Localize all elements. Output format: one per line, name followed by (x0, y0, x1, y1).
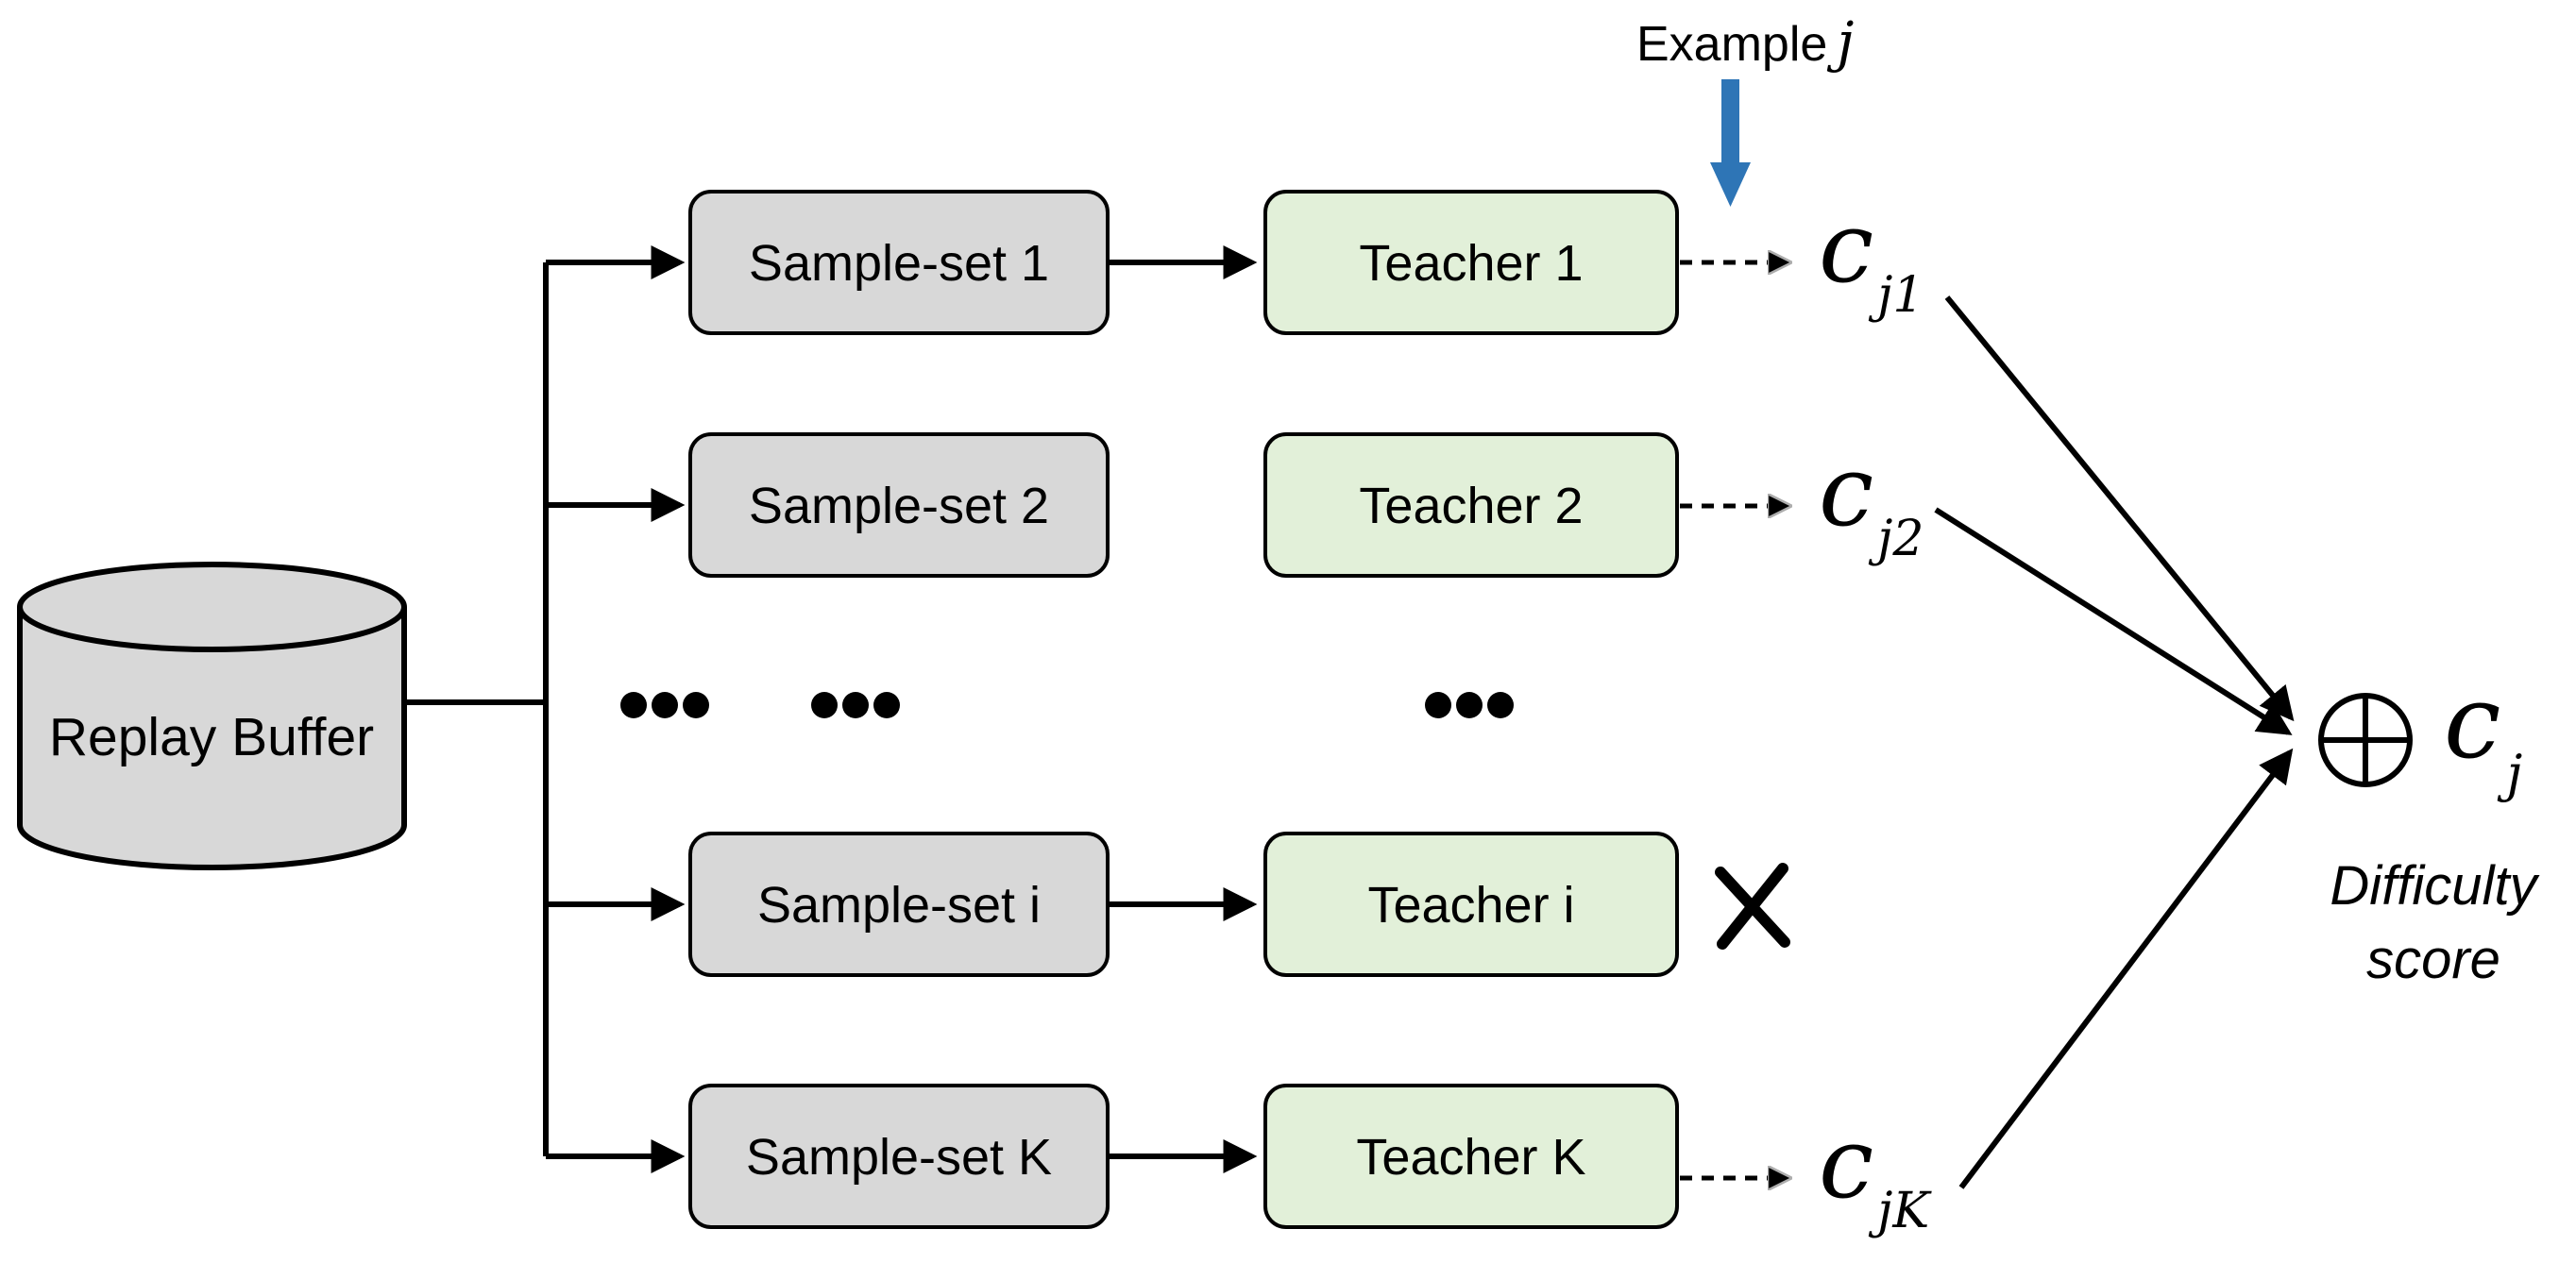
difficulty-caption-line1: Difficulty (2330, 855, 2539, 917)
teacher-1-box (1263, 190, 1679, 335)
teacher-K-box (1263, 1084, 1679, 1229)
example-label-sub: j (1826, 9, 1854, 74)
score-cj1-base: c (1819, 190, 1873, 305)
score-labels: cj1 cj2 cjK (1819, 190, 1932, 1239)
score-label-cj2: cj2 (1819, 433, 1924, 567)
sample-set-K-label: Sample-set K (746, 1129, 1052, 1186)
cylinder-body (17, 607, 407, 870)
teacher-i-label: Teacher i (1367, 877, 1574, 934)
ellipsis-dots (620, 692, 1514, 718)
line-cj1-to-sum (1944, 295, 2295, 722)
teacher-K-label: Teacher K (1356, 1129, 1585, 1186)
cross-mark-teacher-i (1715, 863, 1790, 950)
cylinder-top (17, 562, 407, 652)
score-cj1-sub: j1 (1868, 267, 1924, 324)
difficulty-caption-line2: score (2366, 929, 2500, 990)
score-cj2-sub: j2 (1868, 511, 1924, 567)
score-cj2-base: c (1819, 433, 1873, 548)
teacher-column: Teacher 1 Teacher 2 Teacher i Teacher K (1263, 190, 1679, 1229)
blue-down-arrow-icon (1710, 79, 1751, 207)
teacher-score-dashed-arrows (1680, 262, 1788, 1178)
ellipsis-middle (1425, 692, 1514, 718)
teacher-2-box (1263, 432, 1679, 578)
sample-set-1-label: Sample-set 1 (749, 235, 1049, 292)
aggregation-arrows (1934, 295, 2295, 1189)
teacher-1-label: Teacher 1 (1359, 235, 1583, 292)
ellipsis-left-1 (620, 692, 709, 718)
teacher-i-box (1263, 832, 1679, 977)
line-cjK-to-sum (1958, 748, 2294, 1189)
teacher-2-label: Teacher 2 (1359, 478, 1583, 534)
ellipsis-left-2 (811, 692, 900, 718)
score-label-cjK: cjK (1819, 1105, 1932, 1239)
sample-set-2-label: Sample-set 2 (749, 478, 1049, 534)
sample-to-teacher-arrows (1108, 245, 1258, 1173)
score-label-cj1: cj1 (1819, 190, 1924, 324)
sample-set-i-label: Sample-set i (757, 877, 1041, 934)
score-cjK-sub: jK (1868, 1183, 1932, 1239)
example-label-text: Example (1636, 17, 1827, 72)
replay-buffer-label: Replay Buffer (49, 707, 374, 767)
cross-stroke-2 (1717, 863, 1788, 950)
sample-set-2-box (688, 432, 1110, 578)
line-cj2-to-sum (1934, 507, 2293, 735)
score-cjK-base: c (1819, 1105, 1873, 1221)
fanout-connectors (404, 245, 686, 1173)
aggregate-score-base: c (2444, 664, 2501, 782)
aggregate-score-sub: j (2498, 744, 2523, 803)
replay-buffer-cylinder: Replay Buffer (17, 562, 407, 870)
